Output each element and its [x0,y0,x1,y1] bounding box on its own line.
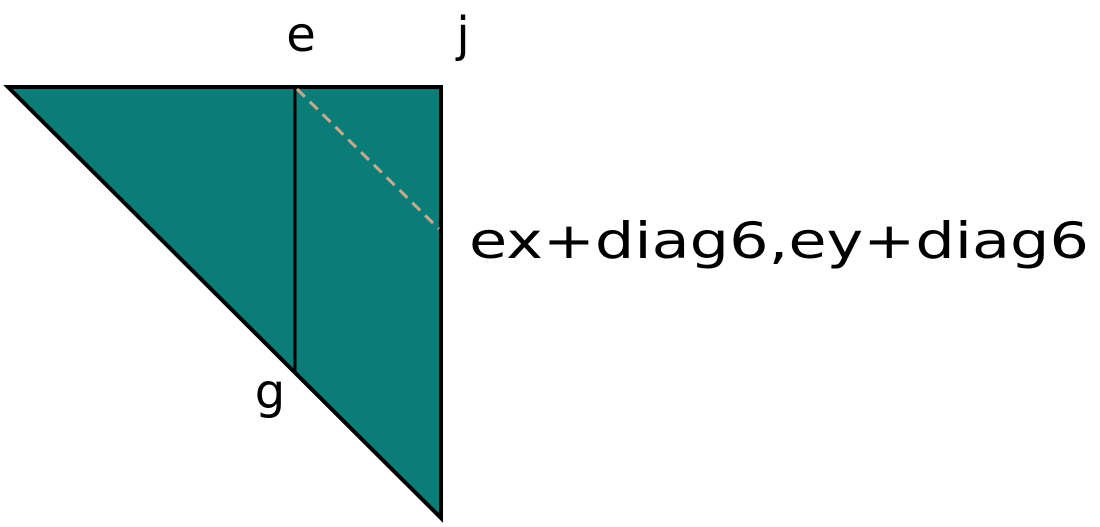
label-e: e [286,7,316,63]
label-j: j [455,7,469,63]
dashed-diagonal-line [295,87,441,231]
label-offset-point: ex+diag6,ey+diag6 [469,212,1089,270]
teal-triangle [3,85,443,523]
label-g: g [255,364,285,420]
